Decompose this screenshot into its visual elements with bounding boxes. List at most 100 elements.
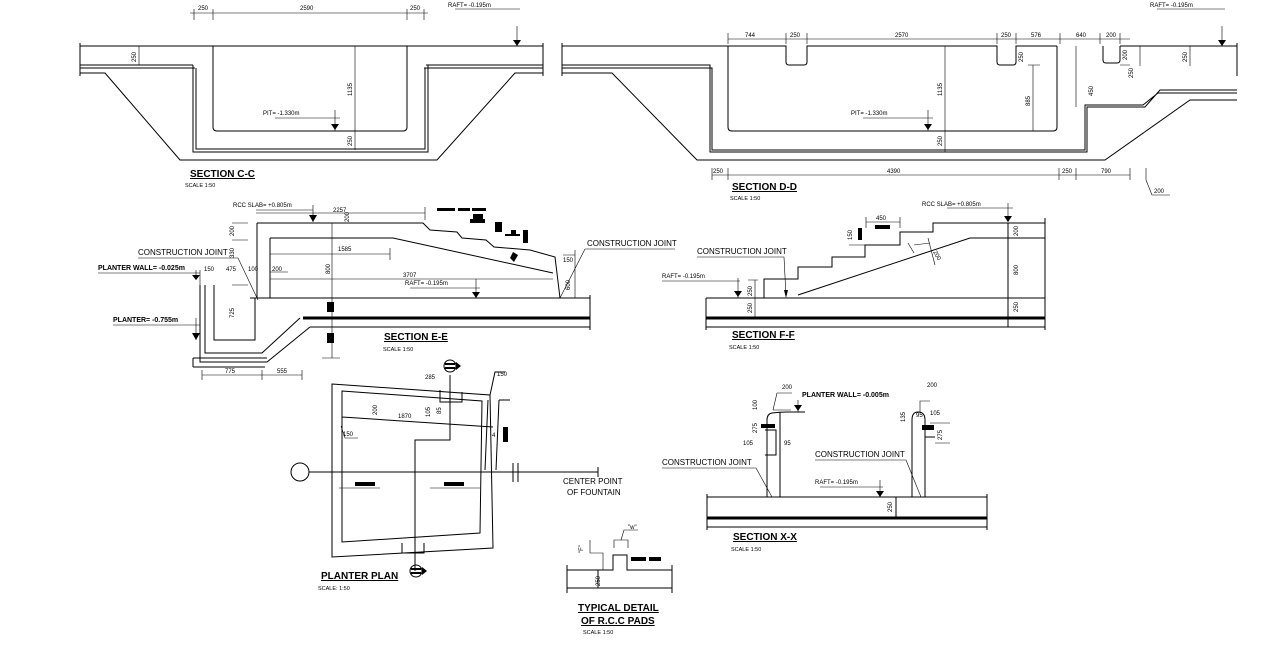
scale-label: SCALE 1:50 [185,183,215,189]
dim: 600 [566,279,572,290]
grid-bubble-icon [290,462,310,482]
pit-level-label: PIT= -1.330m [851,111,888,117]
dim: 200 [1014,225,1020,236]
detail-title: OF R.C.C PADS [581,616,655,627]
planter-plan: 285 150 200 1870 105 85 150 4 CENTER POI… [290,359,623,592]
dim: 200 [1123,49,1129,60]
arrow-icon [784,290,788,298]
pit-level-label: PIT= -1.330m [263,111,300,117]
dim: 200 [1106,33,1117,39]
dim: 330 [230,247,236,258]
dim: 450 [876,216,887,222]
level-marker-icon [924,124,932,130]
dim: 250 [748,302,754,313]
detail-title: TYPICAL DETAIL [578,603,659,614]
section-ee: RCC SLAB= +0.805m 2257 200 200 330 CONST… [98,203,677,380]
dim: 200 [782,385,793,391]
dim: 200 [230,225,236,236]
scale-label: SCALE: 1:50 [318,586,350,592]
dim: 100 [248,267,259,273]
construction-joint-label: CONSTRUCTION JOINT [138,248,228,257]
scale-label: SCALE 1:50 [383,347,413,353]
dim: 285 [425,375,436,381]
dim: 95 [784,441,791,447]
dim: 250 [938,135,944,146]
dim: 200 [345,211,351,222]
level-marker-icon [192,275,200,280]
dim: 200 [1154,189,1165,195]
rcc-pads-detail: "w" "F" 250 TYPICAL DETAIL OF R.C.C PADS… [566,525,673,636]
section-title: SECTION X-X [733,532,797,543]
dim: 105 [930,411,941,417]
dim: 250 [1014,301,1020,312]
dim: 200 [373,404,379,415]
dim: 640 [1076,33,1087,39]
section-cc: 250 2590 250 RAFT= -0.195m 250 1135 250 … [79,3,544,189]
dim: 576 [1031,33,1042,39]
dim: 105 [743,441,754,447]
scale-label: SCALE 1:50 [731,547,761,553]
dim: 150 [563,258,574,264]
dim: 250 [713,169,724,175]
section-title: SECTION D-D [732,182,797,193]
rcc-slab-level-label: RCC SLAB= +0.805m [233,203,292,209]
dim: 250 [1129,67,1135,78]
dim: 105 [426,406,432,417]
raft-level-label: RAFT= -0.195m [662,274,705,280]
dim: 2570 [895,33,909,39]
dim: 200 [927,383,938,389]
level-marker-icon [794,405,802,411]
dim: 450 [1089,85,1095,96]
dim: 135 [901,411,907,422]
section-dd: 744 250 2570 250 576 640 200 RAFT= -0.19… [561,3,1238,202]
dim: 250 [888,501,894,512]
dim: 744 [745,33,756,39]
dim: 1135 [348,82,354,96]
pad-label-w: "w" [628,525,637,531]
dim: 1135 [938,82,944,96]
dim: 555 [277,369,288,375]
raft-level-label: RAFT= -0.195m [815,480,858,486]
level-marker-icon [734,291,742,297]
planter-level-label: PLANTER= -0.755m [113,317,178,324]
dim: 275 [753,422,759,433]
dim: 100 [753,399,759,410]
scale-label: SCALE 1:50 [583,630,613,636]
dim: 2257 [333,208,347,214]
dim: 250 [410,6,421,12]
level-marker-icon [876,491,884,497]
dim: 3707 [403,273,417,279]
dim: 200 [931,250,942,262]
dim: 800 [326,263,332,274]
dim: 85 [437,407,443,414]
center-point-label: OF FOUNTAIN [567,488,621,497]
dim: 725 [230,307,236,318]
dim: 250 [790,33,801,39]
level-marker-icon [1218,40,1226,46]
section-title: SECTION F-F [732,330,795,341]
dim: 790 [1101,169,1112,175]
dim: 250 [1062,169,1073,175]
dim: 150 [204,267,215,273]
dim: 4 [492,433,496,439]
section-xx: 200 PLANTER WALL= -0.005m 100 275 105 95… [662,383,988,553]
dim: 150 [848,229,854,240]
section-title: SECTION E-E [384,332,448,343]
dim: 275 [938,429,944,440]
planter-wall-level-label: PLANTER WALL= -0.025m [98,265,185,272]
dim: 250 [198,6,209,12]
dim: 250 [1019,51,1025,62]
dim: 150 [497,372,508,378]
dim: 250 [132,51,138,62]
dim: 150 [343,432,354,438]
level-marker-icon [309,215,317,222]
raft-level-label: RAFT= -0.195m [405,281,448,287]
dim: 250 [348,135,354,146]
rcc-slab-level-label: RCC SLAB= +0.805m [922,202,981,208]
scale-label: SCALE 1:50 [730,196,760,202]
plan-title: PLANTER PLAN [321,571,398,582]
level-marker-icon [192,333,200,340]
dim: 1870 [398,414,412,420]
dim: 250 [1001,33,1012,39]
